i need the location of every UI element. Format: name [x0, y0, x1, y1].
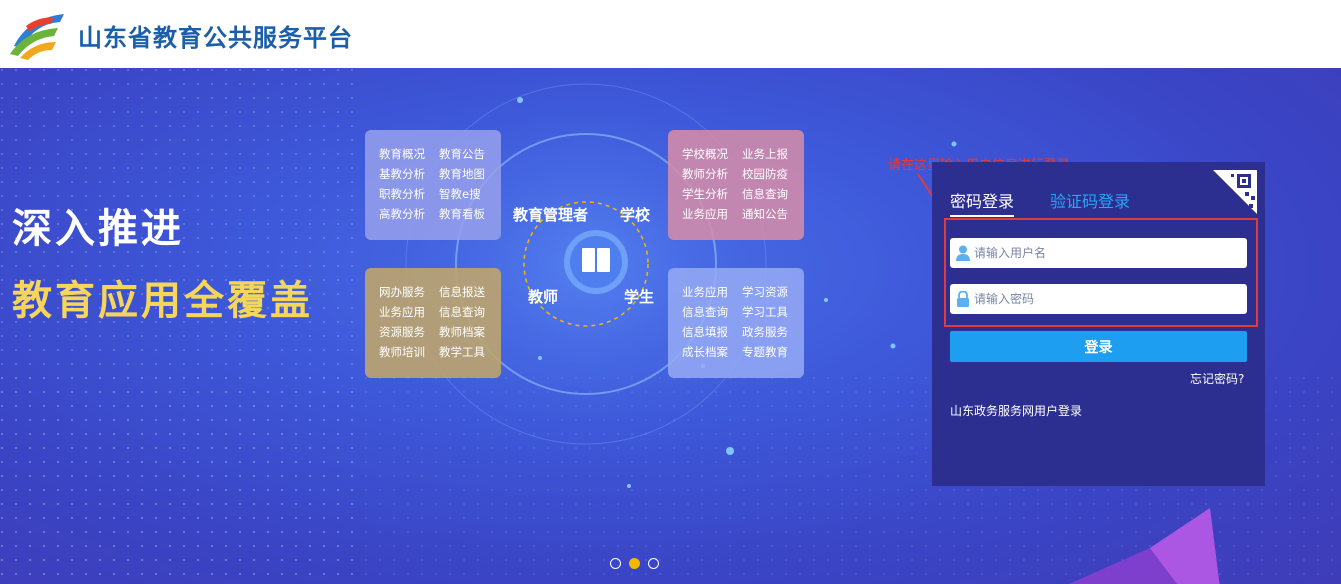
school-item[interactable]: 业务上报 — [742, 147, 788, 161]
teacher-item[interactable]: 信息查询 — [439, 305, 485, 319]
student-item[interactable]: 业务应用 — [682, 285, 728, 299]
student-item[interactable]: 政务服务 — [742, 325, 788, 339]
carousel-dot-active[interactable] — [629, 558, 640, 569]
manager-card: 教育概况教育公告 基教分析教育地图 职教分析智教e搜 高教分析教育看板 — [365, 130, 501, 240]
manager-item[interactable]: 教育看板 — [439, 207, 485, 221]
username-input[interactable] — [974, 238, 1242, 268]
student-item[interactable]: 学习工具 — [742, 305, 788, 319]
site-header: 山东省教育公共服务平台 — [0, 0, 1341, 68]
school-item[interactable]: 学生分析 — [682, 187, 728, 201]
teacher-item[interactable]: 业务应用 — [379, 305, 425, 319]
site-title[interactable]: 山东省教育公共服务平台 — [78, 24, 353, 52]
student-item[interactable]: 信息查询 — [682, 305, 728, 319]
student-item[interactable]: 学习资源 — [742, 285, 788, 299]
platform-logo-icon[interactable] — [6, 8, 70, 60]
input-highlight-box — [944, 218, 1258, 327]
manager-item[interactable]: 基教分析 — [379, 167, 425, 181]
forgot-password-link[interactable]: 忘记密码? — [1190, 372, 1245, 386]
role-teacher-label: 教师 — [528, 288, 559, 306]
teacher-item[interactable]: 教师档案 — [439, 325, 485, 339]
school-item[interactable]: 教师分析 — [682, 167, 728, 181]
carousel-dot[interactable] — [610, 558, 621, 569]
password-input[interactable] — [974, 284, 1242, 314]
slogan-line-2: 教育应用全覆盖 — [12, 278, 313, 324]
student-item[interactable]: 专题教育 — [742, 345, 788, 359]
carousel-dot[interactable] — [648, 558, 659, 569]
teacher-item[interactable]: 教师培训 — [379, 345, 425, 359]
carousel-indicator — [610, 558, 659, 569]
role-student-label: 学生 — [624, 288, 655, 306]
login-panel: 密码登录 验证码登录 — [932, 162, 1265, 486]
teacher-item[interactable]: 资源服务 — [379, 325, 425, 339]
school-item[interactable]: 通知公告 — [742, 207, 788, 221]
school-item[interactable]: 学校概况 — [682, 147, 728, 161]
school-item[interactable]: 信息查询 — [742, 187, 788, 201]
password-field[interactable] — [950, 284, 1247, 314]
teacher-item[interactable]: 信息报送 — [439, 285, 485, 299]
tab-password-login[interactable]: 密码登录 — [950, 188, 1015, 217]
tab-code-login[interactable]: 验证码登录 — [1050, 192, 1131, 211]
school-item[interactable]: 校园防疫 — [742, 167, 788, 181]
school-item[interactable]: 业务应用 — [682, 207, 728, 221]
manager-item[interactable]: 教育地图 — [439, 167, 485, 181]
manager-item[interactable]: 教育概况 — [379, 147, 425, 161]
manager-item[interactable]: 职教分析 — [379, 187, 425, 201]
teacher-item[interactable]: 教学工具 — [439, 345, 485, 359]
decorative-cube-shape — [1069, 508, 1220, 584]
role-school-label: 学校 — [620, 206, 651, 224]
student-item[interactable]: 信息填报 — [682, 325, 728, 339]
student-item[interactable]: 成长档案 — [682, 345, 728, 359]
gov-service-login-link[interactable]: 山东政务服务网用户登录 — [950, 404, 1083, 418]
login-button[interactable]: 登录 — [950, 331, 1247, 362]
teacher-item[interactable]: 网办服务 — [379, 285, 425, 299]
school-card: 学校概况业务上报 教师分析校园防疫 学生分析信息查询 业务应用通知公告 — [668, 130, 804, 240]
username-field[interactable] — [950, 238, 1247, 268]
manager-item[interactable]: 高教分析 — [379, 207, 425, 221]
user-icon — [956, 245, 970, 261]
qr-code-login-icon[interactable] — [1213, 170, 1257, 214]
manager-item[interactable]: 智教e搜 — [439, 187, 481, 201]
manager-item[interactable]: 教育公告 — [439, 147, 485, 161]
role-manager-label: 教育管理者 — [513, 206, 589, 224]
teacher-card: 网办服务信息报送 业务应用信息查询 资源服务教师档案 教师培训教学工具 — [365, 268, 501, 378]
slogan-line-1: 深入推进 — [12, 206, 184, 252]
student-card: 业务应用学习资源 信息查询学习工具 信息填报政务服务 成长档案专题教育 — [668, 268, 804, 378]
lock-icon — [957, 291, 969, 307]
